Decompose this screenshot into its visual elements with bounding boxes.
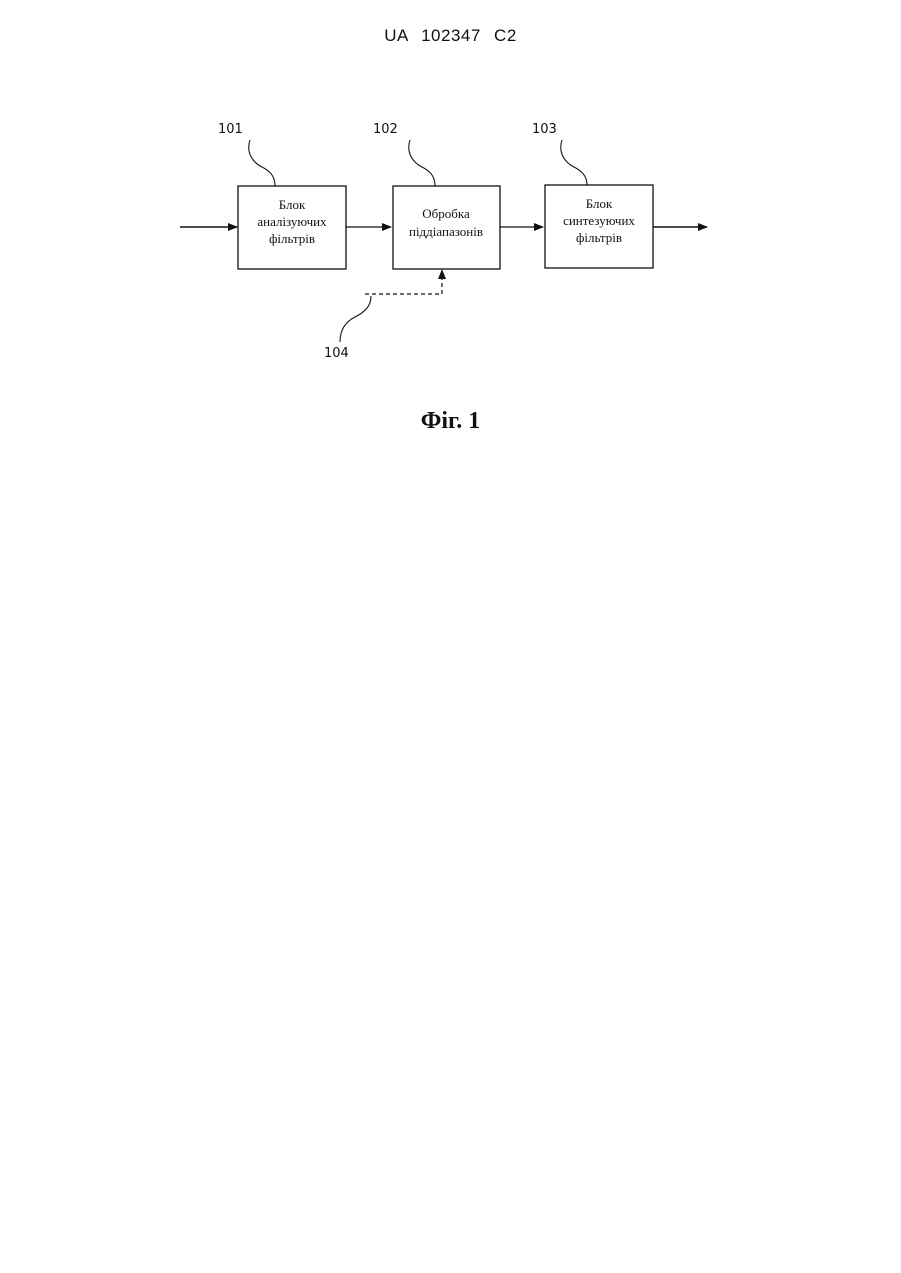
block-102-line-2: піддіапазонів [409, 224, 483, 239]
ref-label-103: 103 [532, 122, 557, 137]
leader-line-103 [561, 140, 587, 185]
ref-label-104: 104 [324, 346, 349, 361]
subband-processing-block: Обробка піддіапазонів [393, 186, 500, 269]
control-signal-dashed-line [365, 272, 442, 294]
ref-label-102: 102 [373, 122, 398, 137]
block-101-line-1: Блок [279, 197, 306, 212]
block-102-line-1: Обробка [422, 206, 470, 221]
block-103-line-2: синтезуючих [563, 213, 635, 228]
block-103-line-1: Блок [586, 196, 613, 211]
synthesis-filter-bank-block: Блок синтезуючих фільтрів [545, 185, 653, 268]
leader-line-101 [249, 140, 275, 186]
block-101-line-3: фільтрів [269, 231, 315, 246]
leader-line-104 [340, 296, 371, 342]
ref-label-101: 101 [218, 122, 243, 137]
control-signal-arrowhead [438, 269, 446, 279]
leader-line-102 [409, 140, 435, 186]
block-101-line-2: аналізуючих [257, 214, 327, 229]
figure-caption: Фіг. 1 [0, 408, 901, 435]
analysis-filter-bank-block: Блок аналізуючих фільтрів [238, 186, 346, 269]
block-103-line-3: фільтрів [576, 230, 622, 245]
